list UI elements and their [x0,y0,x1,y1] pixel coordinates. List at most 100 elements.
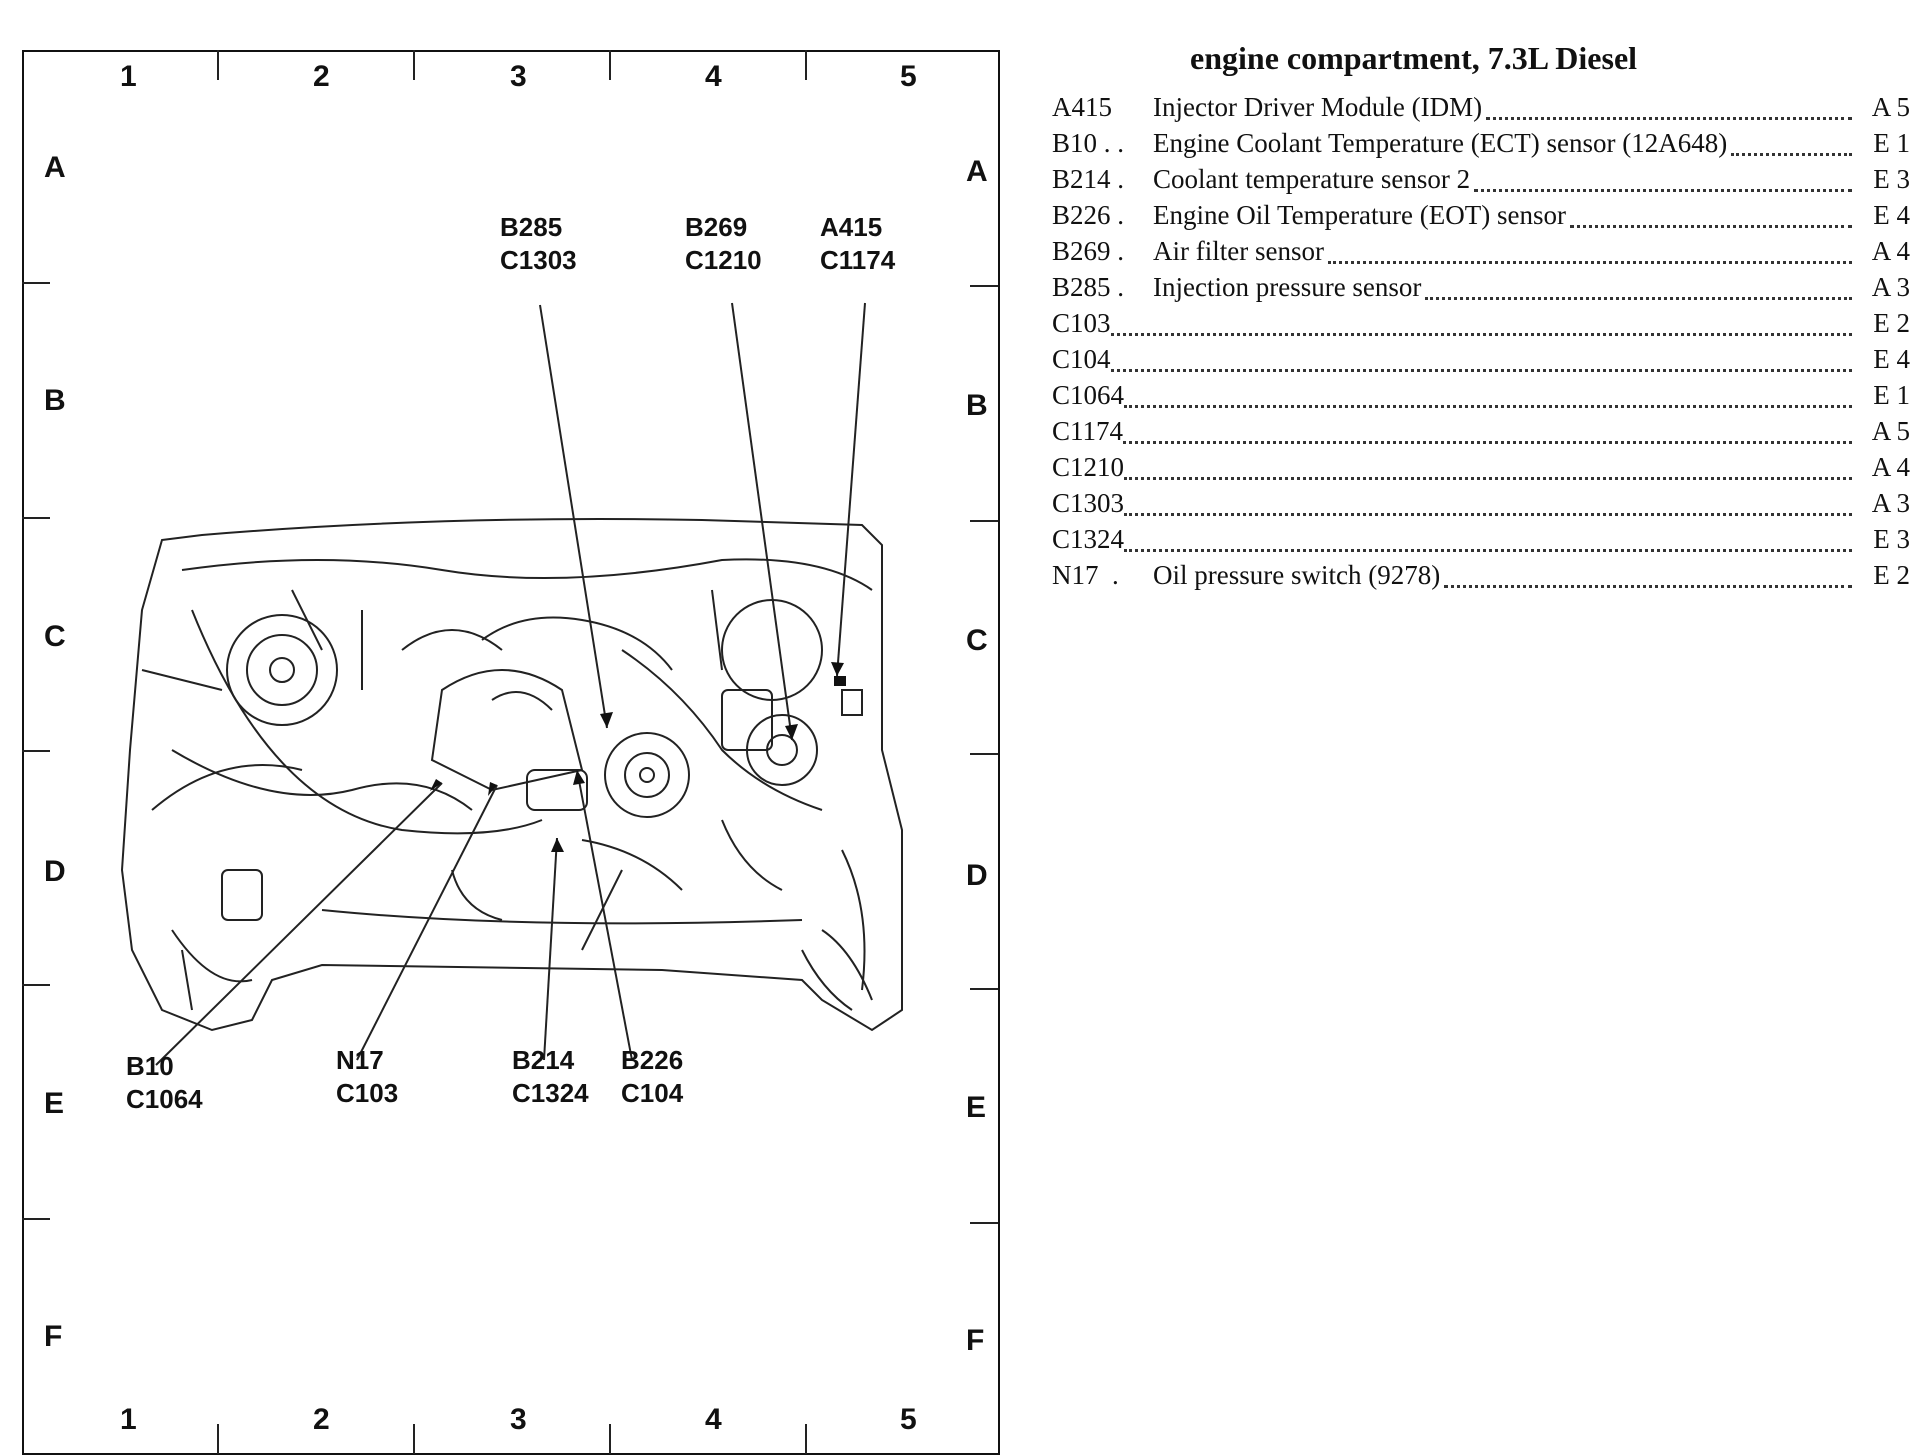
index-row: B285 . Injection pressure sensor A 3 [1052,272,1910,308]
leader-dots [1124,548,1852,552]
grid-tick [22,517,50,519]
callout-b226: B226 C104 [621,1044,683,1110]
index-row: C103 E 2 [1052,308,1910,344]
leader-dots [1110,368,1852,372]
index-desc: Injector Driver Module (IDM) [1153,92,1483,122]
index-location: A 4 [1871,452,1910,482]
index-code: C103 [1052,308,1111,338]
leader-dots [1569,224,1852,228]
grid-tick [217,50,219,80]
grid-tick [22,1218,50,1220]
index-location: E 3 [1873,524,1910,554]
leader-dots [1474,188,1852,192]
row-label-left-c: C [44,620,66,653]
grid-tick [22,282,50,284]
grid-tick [609,1424,611,1454]
row-label-left-a: A [44,151,66,184]
index-location: A 3 [1871,272,1910,302]
callout-line: B285 [500,212,563,242]
index-row: C1303 A 3 [1052,488,1910,524]
index-code: C1210 [1052,452,1125,482]
index-title: engine compartment, 7.3L Diesel [1190,40,1638,76]
callout-n17: N17 C103 [336,1044,398,1110]
callout-line: C104 [621,1078,684,1108]
index-location: E 3 [1873,164,1910,194]
index-code: A415 [1052,92,1112,122]
col-label-bottom-5: 5 [900,1403,917,1436]
row-label-right-d: D [966,859,988,892]
callout-line: N17 [336,1045,384,1075]
row-label-left-f: F [44,1320,63,1353]
callout-line: C1303 [500,245,577,275]
col-label-top-5: 5 [900,60,917,93]
callout-b269: B269 C1210 [685,211,762,277]
index-row: B10 . . Engine Coolant Temperature (ECT)… [1052,128,1910,164]
index-location: A 5 [1871,416,1910,446]
col-label-bottom-1: 1 [120,1403,137,1436]
index-row: N17 . Oil pressure switch (9278) E 2 [1052,560,1910,596]
leader-dots [1110,332,1852,336]
col-label-bottom-3: 3 [510,1403,527,1436]
callout-b214: B214 C1324 [512,1044,589,1110]
index-code: C1174 [1052,416,1124,446]
callout-line: C103 [336,1078,399,1108]
index-code: B285 . [1052,272,1125,302]
index-desc: Engine Oil Temperature (EOT) sensor [1153,200,1566,230]
grid-tick [413,1424,415,1454]
col-label-bottom-2: 2 [313,1403,330,1436]
row-label-right-f: F [966,1324,985,1357]
callout-line: A415 [820,212,883,242]
grid-tick [805,1424,807,1454]
leader-dots [1731,152,1852,156]
row-label-right-c: C [966,624,988,657]
index-location: A 5 [1871,92,1910,122]
index-code: N17 . [1052,560,1119,590]
row-label-right-a: A [966,155,988,188]
index-row: C1210 A 4 [1052,452,1910,488]
col-label-top-2: 2 [313,60,330,93]
grid-tick [970,988,998,990]
index-code: C1064 [1052,380,1125,410]
index-row: C104 E 4 [1052,344,1910,380]
row-label-left-d: D [44,855,66,888]
col-label-top-1: 1 [120,60,137,93]
index-location: E 1 [1873,128,1910,158]
index-code: B214 . [1052,164,1125,194]
callout-line: B269 [685,212,748,242]
component-index: engine compartment, 7.3L Diesel A415 Inj… [1052,36,1910,596]
engine-compartment-drawing [120,302,903,1066]
col-label-top-4: 4 [705,60,722,93]
leader-dots [1486,116,1852,120]
grid-tick [970,285,998,287]
index-code: B226 . [1052,200,1125,230]
callout-a415: A415 C1174 [820,211,895,277]
row-label-right-e: E [966,1091,987,1124]
leader-dots [1425,296,1852,300]
callout-line: C1210 [685,245,762,275]
grid-tick [413,50,415,80]
callout-line: C1064 [126,1084,203,1114]
callout-b285: B285 C1303 [500,211,577,277]
col-label-bottom-4: 4 [705,1403,722,1436]
col-label-top-3: 3 [510,60,527,93]
index-code: C1324 [1052,524,1125,554]
grid-tick [970,1222,998,1224]
index-row: C1324 E 3 [1052,524,1910,560]
callout-b10: B10 C1064 [126,1050,203,1116]
callout-line: B226 [621,1045,684,1075]
grid-tick [609,50,611,80]
grid-tick [22,750,50,752]
leader-dots [1124,476,1852,480]
index-desc: Injection pressure sensor [1153,272,1422,302]
leader-dots [1444,584,1852,588]
index-location: A 4 [1871,236,1910,266]
callout-line: C1324 [512,1078,589,1108]
leader-dots [1327,260,1852,264]
grid-frame [22,50,1000,1455]
index-row: B269 . Air filter sensor A 4 [1052,236,1910,272]
index-desc: Air filter sensor [1153,236,1324,266]
row-label-left-b: B [44,384,66,417]
index-location: E 1 [1873,380,1910,410]
index-location: E 2 [1873,560,1910,590]
index-row: B214 . Coolant temperature sensor 2 E 3 [1052,164,1910,200]
